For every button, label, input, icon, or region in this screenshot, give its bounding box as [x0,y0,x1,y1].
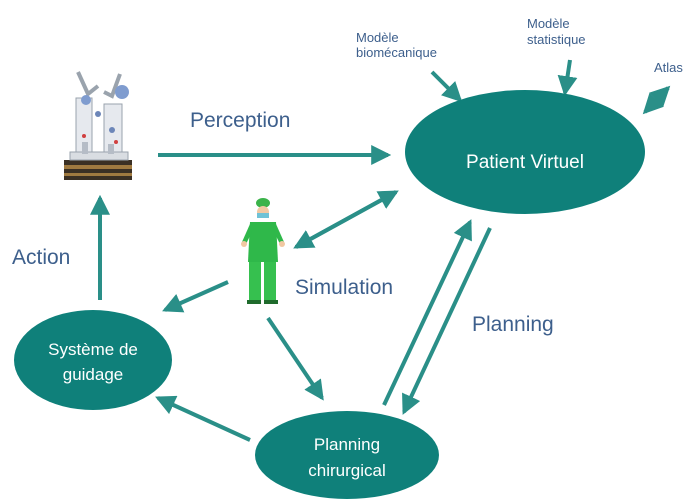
label-modele-statistique-2: statistique [527,32,586,47]
arrow-statistique [557,59,578,97]
node-systeme-guidage-line2: guidage [63,365,124,384]
node-planning-chirurgical-line1: Planning [314,435,380,454]
arrow-planning-to-patient [382,219,472,406]
node-systeme-guidage-line1: Système de [48,340,138,359]
label-modele-statistique-1: Modèle [527,16,570,31]
arrow-simulation-to-patient [295,190,399,249]
arrow-simulation-to-guidage [162,280,229,313]
label-perception: Perception [190,109,290,132]
surgeon-figure-icon [241,198,285,304]
label-planning: Planning [472,313,554,336]
node-planning-chirurgical-line2: chirurgical [308,461,385,480]
label-simulation: Simulation [295,276,393,299]
label-action: Action [12,246,70,269]
label-atlas: Atlas [654,60,683,75]
arrow-patient-to-planning [402,227,492,415]
surgical-robot-icon [64,71,132,180]
arrow-simulation-to-planning [266,316,324,401]
label-modele-biomecanique-1: Modèle [356,30,399,45]
node-patient-virtuel-label: Patient Virtuel [466,152,584,173]
arrows [90,59,671,442]
node-patient-virtuel: Patient Virtuel [405,90,645,214]
arrow-biomecanique [430,70,463,103]
node-planning-chirurgical: Planning chirurgical [255,411,439,499]
arrow-planning-to-guidage [155,395,251,442]
arrow-atlas-in [642,86,670,115]
node-systeme-guidage: Système de guidage [14,310,172,410]
label-modele-biomecanique-2: biomécanique [356,45,437,60]
